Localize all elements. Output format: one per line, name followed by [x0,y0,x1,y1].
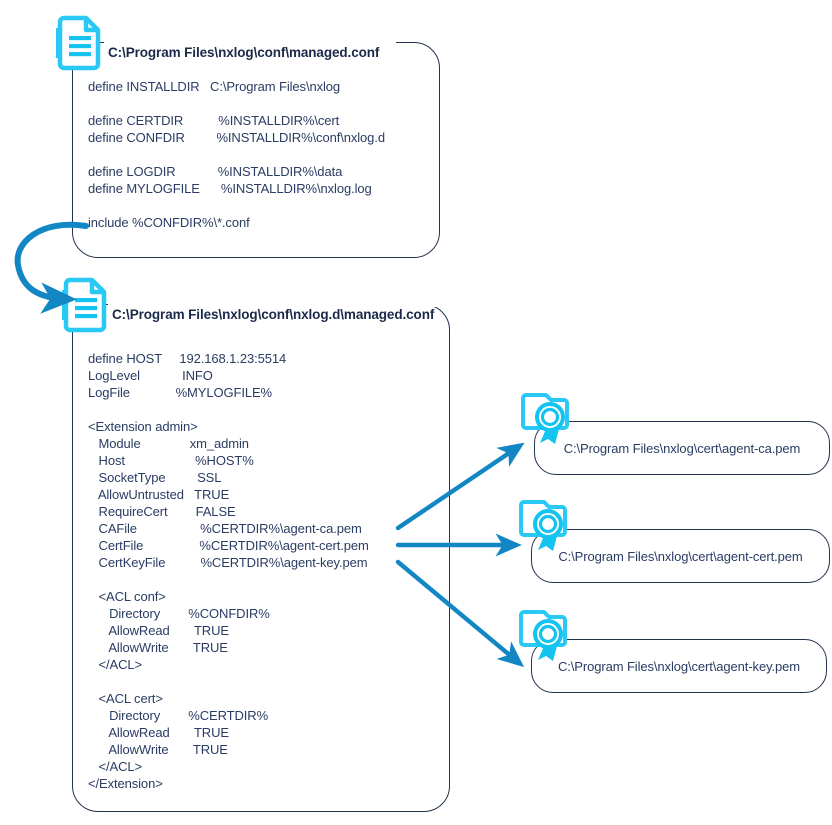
managed-conf-code: define INSTALLDIR C:\Program Files\nxlog… [88,78,385,231]
code-line: Directory %CONFDIR% [88,606,270,621]
code-line: SocketType SSL [88,470,222,485]
code-line: Directory %CERTDIR% [88,708,269,723]
document-icon [58,276,110,334]
agent-key-pem-label: C:\Program Files\nxlog\cert\agent-key.pe… [557,658,801,674]
agent-cert-pem-box: C:\Program Files\nxlog\cert\agent-cert.p… [531,529,830,583]
code-line: </ACL> [88,759,143,774]
document-icon [52,14,104,72]
code-line: </ACL> [88,657,143,672]
code-line: AllowWrite TRUE [88,742,228,757]
code-line: Module xm_admin [88,436,249,451]
code-line-cafile: CAFile %CERTDIR%\agent-ca.pem [88,521,362,536]
code-line: Host %HOST% [88,453,254,468]
code-line: <Extension admin> [88,419,198,434]
managed-conf-title-mask [104,39,396,45]
certificate-icon [514,496,576,556]
code-line: define MYLOGFILE %INSTALLDIR%\nxlog.log [88,181,372,196]
code-line: AllowRead TRUE [88,623,229,638]
code-line: AllowWrite TRUE [88,640,228,655]
certificate-icon [514,606,576,666]
code-line: RequireCert FALSE [88,504,236,519]
nxlogd-managed-conf-code: define HOST 192.168.1.23:5514 LogLevel I… [88,350,369,792]
agent-key-pem-box: C:\Program Files\nxlog\cert\agent-key.pe… [531,639,827,693]
code-line-include: include %CONFDIR%\*.conf [88,215,250,230]
code-line: define LOGDIR %INSTALLDIR%\data [88,164,343,179]
code-line: AllowRead TRUE [88,725,229,740]
code-line: <ACL cert> [88,691,163,706]
nxlogd-managed-conf-title: C:\Program Files\nxlog\conf\nxlog.d\mana… [112,307,435,322]
code-line: </Extension> [88,776,163,791]
code-line: define INSTALLDIR C:\Program Files\nxlog [88,79,341,94]
managed-conf-title: C:\Program Files\nxlog\conf\managed.conf [108,45,380,60]
code-line: define CONFDIR %INSTALLDIR%\conf\nxlog.d [88,130,385,145]
agent-cert-pem-label: C:\Program Files\nxlog\cert\agent-cert.p… [558,548,803,564]
code-line-certkeyfile: CertKeyFile %CERTDIR%\agent-key.pem [88,555,368,570]
agent-ca-pem-label: C:\Program Files\nxlog\cert\agent-ca.pem [563,440,801,456]
code-line: LogLevel INFO [88,368,213,383]
code-line: define CERTDIR %INSTALLDIR%\cert [88,113,340,128]
agent-ca-pem-box: C:\Program Files\nxlog\cert\agent-ca.pem [534,421,830,475]
code-line: <ACL conf> [88,589,166,604]
code-line: define HOST 192.168.1.23:5514 [88,351,287,366]
code-line-certfile: CertFile %CERTDIR%\agent-cert.pem [88,538,369,553]
code-line: AllowUntrusted TRUE [88,487,230,502]
nxlogd-managed-conf-title-mask [108,301,438,307]
code-line: LogFile %MYLOGFILE% [88,385,273,400]
certificate-icon [516,389,578,449]
